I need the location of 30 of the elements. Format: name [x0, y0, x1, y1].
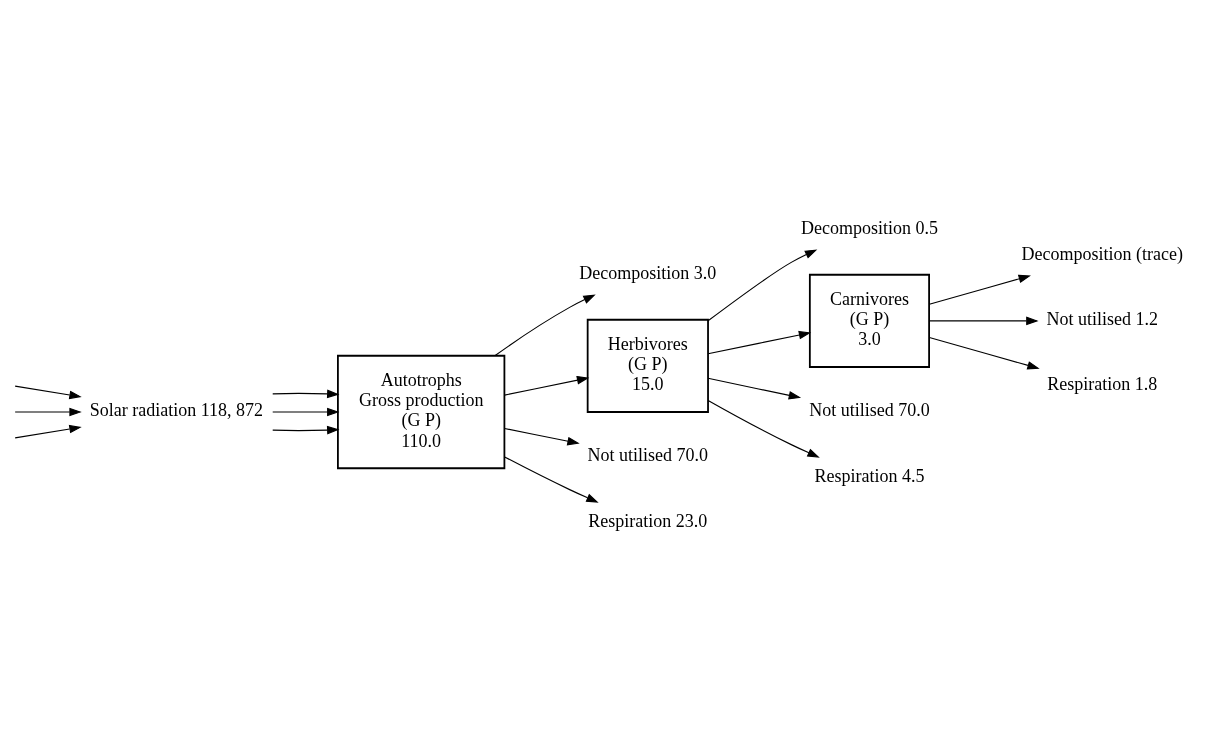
- arrow: [504, 427, 580, 446]
- node-box: Carnivores (G P) 3.0: [808, 273, 930, 368]
- arrow: [504, 375, 590, 396]
- arrow: [14, 424, 82, 439]
- arrow: [707, 399, 820, 458]
- node-text: Respiration 23.0: [588, 510, 708, 531]
- arrow: [14, 407, 82, 417]
- arrow: [272, 389, 340, 399]
- arrow: [272, 425, 340, 435]
- arrow: [494, 294, 596, 357]
- arrow: [928, 336, 1040, 370]
- node-text: Not utilised 70.0: [809, 400, 930, 421]
- node-box: Herbivores (G P) 15.0: [586, 318, 709, 413]
- arrow: [928, 316, 1039, 326]
- arrow: [707, 330, 812, 355]
- node-text: Decomposition 3.0: [579, 263, 717, 284]
- node-text: Respiration 4.5: [814, 465, 925, 486]
- arrow: [272, 407, 340, 417]
- node-text: Not utilised 70.0: [587, 445, 709, 466]
- node-text: Respiration 1.8: [1047, 374, 1158, 395]
- node-box: Autotrophs Gross production (G P) 110.0: [337, 354, 506, 470]
- arrow: [14, 385, 82, 400]
- arrow: [504, 456, 599, 503]
- arrow: [928, 274, 1031, 305]
- node-text: Decomposition 0.5: [800, 218, 938, 239]
- arrow: [707, 249, 818, 322]
- node-text: Solar radiation 118, 872: [89, 400, 264, 421]
- node-text: Decomposition (trace): [1021, 243, 1184, 264]
- node-text: Not utilised 1.2: [1046, 309, 1159, 330]
- arrow: [707, 377, 802, 400]
